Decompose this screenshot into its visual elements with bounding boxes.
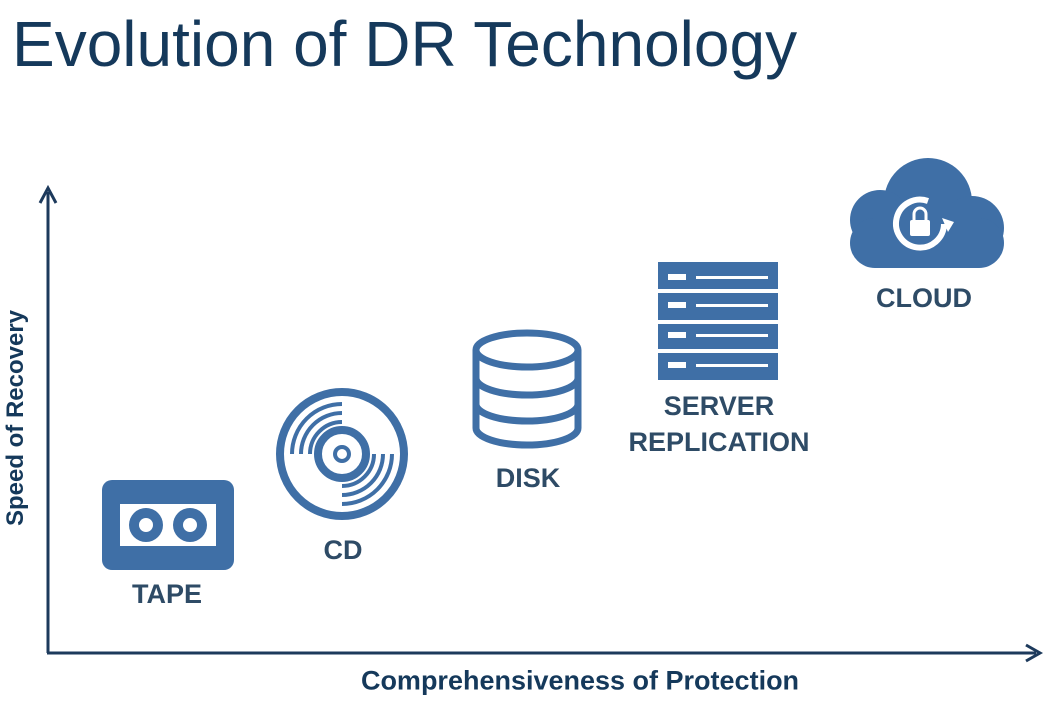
y-axis-arrowhead [38,184,58,204]
y-axis-label: Speed of Recovery [2,309,29,527]
page-title: Evolution of DR Technology [12,8,798,80]
x-axis-arrowhead [1025,643,1044,663]
cloud-lock-icon [850,158,1004,268]
server-rack-icon [658,262,778,380]
item-label-disk: DISK [495,463,561,493]
item-label-cloud: CLOUD [876,283,972,313]
item-label-server-replication: SERVER REPLICATION [628,391,810,457]
item-label-cd: CD [323,535,363,565]
item-label-tape: TAPE [131,579,203,609]
tape-cassette-icon [102,480,234,570]
x-axis-label: Comprehensiveness of Protection [360,665,800,696]
database-disk-icon [472,329,582,449]
cd-disc-icon [276,388,408,520]
